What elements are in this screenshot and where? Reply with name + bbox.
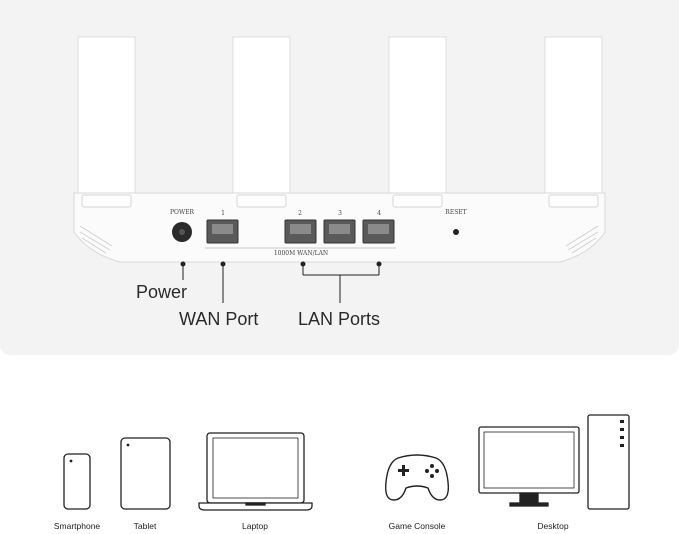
- device-label-smartphone: Smartphone: [53, 521, 101, 531]
- antenna-3: [388, 36, 447, 198]
- antennas: [77, 36, 603, 198]
- device-label-desktop: Desktop: [537, 521, 569, 531]
- reset-label: RESET: [445, 209, 466, 216]
- device-label-tablet: Tablet: [133, 521, 157, 531]
- power-callout-label: Power: [136, 282, 188, 302]
- laptop-icon: [198, 432, 313, 511]
- wan-callout-label: WAN Port: [179, 309, 259, 329]
- lan-port-number-2: 2: [298, 210, 302, 217]
- lan-callout-label: LAN Ports: [298, 309, 381, 329]
- tablet-icon: [120, 437, 171, 510]
- desktop-computer-icon: [478, 414, 630, 510]
- smartphone-icon: [63, 453, 91, 510]
- device-label-laptop: Laptop: [242, 521, 268, 531]
- antenna-1: [77, 36, 136, 198]
- lan-port-number-4: 4: [377, 210, 381, 217]
- port-group-label: 1000M WAN/LAN: [274, 250, 328, 257]
- game-controller-icon: [384, 454, 450, 501]
- lan-port-number-3: 3: [338, 210, 342, 217]
- reset-button: [453, 229, 459, 235]
- wan-port-number: 1: [221, 210, 225, 217]
- power-port-label: POWER: [170, 209, 195, 216]
- antenna-2: [232, 36, 291, 198]
- callout-lines: [180, 261, 382, 303]
- antenna-4: [544, 36, 603, 198]
- device-label-game-console: Game Console: [388, 521, 446, 531]
